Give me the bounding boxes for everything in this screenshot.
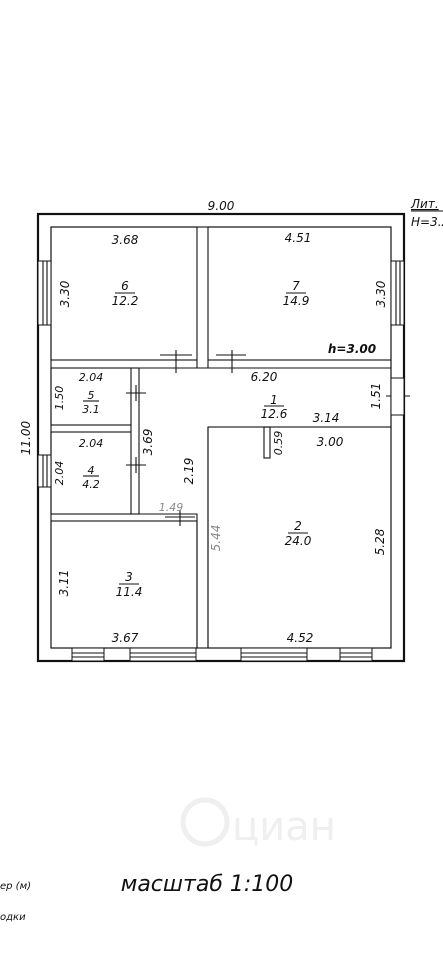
overall-height-dim: 11.00 xyxy=(19,420,33,455)
room-6-dim-top: 3.68 xyxy=(112,233,139,247)
corridor-dim-lower: 2.19 xyxy=(182,458,196,485)
window-bottom-room-3-b xyxy=(129,647,197,662)
room-3-area: 11.4 xyxy=(116,585,143,599)
windows xyxy=(37,260,405,662)
room-1-dim-right: 1.51 xyxy=(369,383,383,410)
room-2-area: 24.0 xyxy=(285,534,312,548)
room-4-area: 4.2 xyxy=(82,478,100,491)
room-2-dim-bottom: 4.52 xyxy=(287,631,314,645)
room-1-number: 1 xyxy=(270,393,278,407)
corridor-dim-height: 3.69 xyxy=(141,429,155,456)
outer-wall-outer xyxy=(36,212,406,663)
watermark: циан xyxy=(180,797,336,850)
window-bottom-room-2-a xyxy=(240,647,308,662)
room-2-number: 2 xyxy=(294,519,302,533)
room-6-number: 6 xyxy=(121,279,129,293)
lit-label: Лит. xyxy=(410,197,439,211)
room-6-area: 12.2 xyxy=(112,294,139,308)
window-right-room-1 xyxy=(390,377,405,416)
room-5-area: 3.1 xyxy=(82,403,100,416)
scale-label: масштаб 1:100 xyxy=(121,872,294,897)
room-5-dim-top: 2.04 xyxy=(79,371,104,384)
room-7-dim-top: 4.51 xyxy=(285,231,312,245)
room-2-dim-left: 5.44 xyxy=(209,525,223,552)
window-bottom-room-2-b xyxy=(339,647,373,662)
room-3-dim-bottom: 3.67 xyxy=(112,631,139,645)
window-bottom-room-3-a xyxy=(71,647,105,662)
room-4-number: 4 xyxy=(88,464,95,477)
room-7-dim-right: 3.30 xyxy=(374,280,388,307)
window-right-room-7 xyxy=(390,260,405,326)
room-3-number: 3 xyxy=(125,570,133,584)
room-3-dim-left: 3.11 xyxy=(57,570,71,597)
doors xyxy=(126,350,410,526)
room-5-outline xyxy=(50,367,132,426)
wall-stub xyxy=(263,426,271,459)
legend-text-2: одки xyxy=(0,912,26,923)
room-5-number: 5 xyxy=(88,389,95,402)
watermark-logo-icon xyxy=(180,797,230,847)
room-7-number: 7 xyxy=(292,279,300,293)
corridor-dim-bottom: 1.49 xyxy=(159,501,184,514)
room-4-dim-left: 2.04 xyxy=(53,461,66,486)
window-left-room-4 xyxy=(37,454,52,488)
building-height-label: Н=3.2 xyxy=(411,215,443,229)
room-5-dim-left: 1.50 xyxy=(53,386,66,411)
room-6-dim-left: 3.30 xyxy=(58,280,72,307)
room-7-area: 14.9 xyxy=(283,294,310,308)
ceiling-height-label: h=3.00 xyxy=(328,342,376,356)
watermark-text: циан xyxy=(232,804,336,850)
room-1-dim-top: 6.20 xyxy=(251,370,278,384)
room-4-dim-top: 2.04 xyxy=(79,437,104,450)
room-2-dim-right: 5.28 xyxy=(373,528,387,555)
window-left-room-6 xyxy=(37,260,52,326)
room-1-area: 12.6 xyxy=(261,407,288,421)
room-1-dim-mid: 3.14 xyxy=(313,411,340,425)
legend-text-1: ер (м) xyxy=(0,881,31,892)
room-2-dim-top: 3.00 xyxy=(317,435,344,449)
overall-width-dim: 9.00 xyxy=(208,199,235,213)
wall-stub-dim: 0.59 xyxy=(272,431,285,456)
